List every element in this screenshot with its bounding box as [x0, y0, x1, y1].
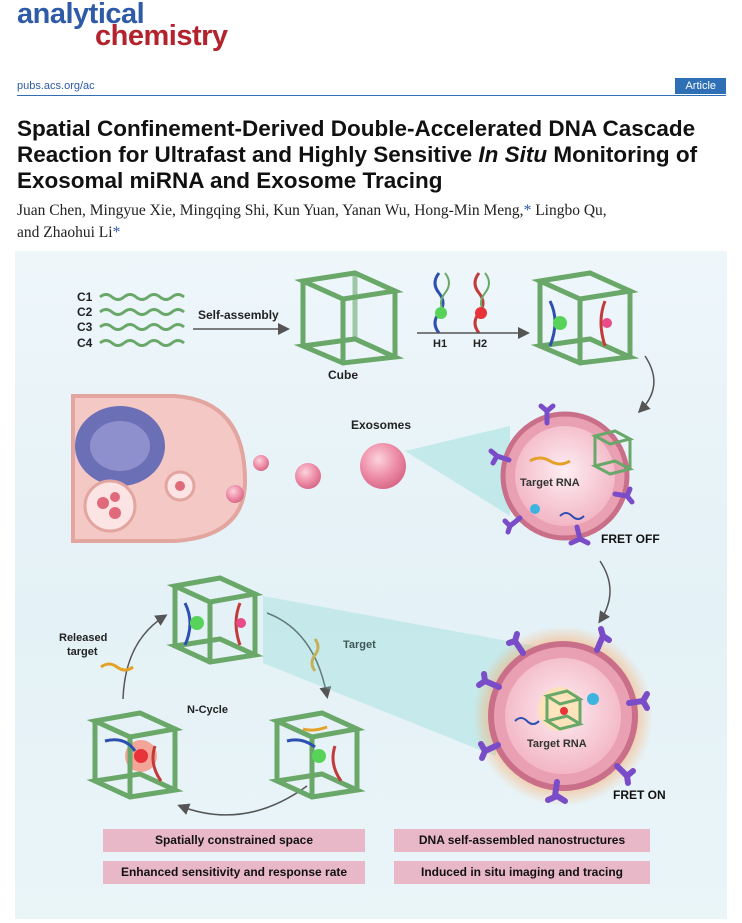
- strand-label-c2: C2: [77, 305, 93, 319]
- target-strand: [310, 638, 320, 672]
- cycle-arrow-bottom: [177, 785, 308, 816]
- corresponding-mark-1[interactable]: *: [523, 202, 532, 219]
- self-assembly-label: Self-assembly: [198, 308, 279, 322]
- feature-box-3: Enhanced sensitivity and response rate: [103, 861, 365, 884]
- corresponding-mark-2[interactable]: *: [112, 224, 121, 241]
- strand-c3: [99, 323, 185, 331]
- cycle-arrow-left: [122, 614, 168, 700]
- cycle-arrow-right: [266, 612, 332, 699]
- curve-arrow-1: [637, 355, 655, 414]
- exosome-fret-off: [488, 403, 635, 546]
- strand-c2: [99, 308, 185, 316]
- ncycle-top-cube: [166, 575, 264, 665]
- hairpin-h1-label: H1: [433, 338, 447, 350]
- fret-on-label: FRET ON: [613, 788, 666, 802]
- released-target-label-1: Released: [59, 632, 107, 644]
- cell-illustration: [71, 394, 248, 543]
- title-italic: In Situ: [478, 142, 548, 167]
- exosome-fret-on: [473, 626, 653, 806]
- authors-line2: and Zhaohui Li: [17, 224, 113, 241]
- target-label: Target: [343, 639, 376, 651]
- strand-label-c1: C1: [77, 290, 93, 304]
- authors-line1: Juan Chen, Mingyue Xie, Mingqing Shi, Ku…: [17, 202, 524, 219]
- curve-arrow-2: [598, 560, 611, 624]
- exosome-small-2: [253, 455, 269, 471]
- fret-off-label: FRET OFF: [601, 532, 660, 546]
- released-target-strand: [100, 662, 134, 672]
- title-part2: Monitoring of Exosomal miRNA and Exosome…: [17, 142, 698, 193]
- target-rna-top-label: Target RNA: [520, 477, 580, 489]
- target-rna-bottom-label: Target RNA: [527, 738, 587, 750]
- header-rule: [17, 95, 726, 96]
- strand-label-c3: C3: [77, 320, 93, 334]
- hairpin-h2: [473, 272, 490, 334]
- paper-title: Spatial Confinement-Derived Double-Accel…: [17, 116, 727, 194]
- journal-name-line2: chemistry: [95, 20, 228, 52]
- ncycle-right-cube: [268, 710, 366, 800]
- ncycle-left-cube: [86, 710, 184, 800]
- toc-illustration: C1 C2 C3 C4 Self-assembly Cube: [59, 270, 666, 816]
- hairpin-h1: [433, 272, 450, 334]
- journal-url[interactable]: pubs.acs.org/ac: [17, 80, 95, 92]
- dna-cube: [293, 270, 405, 366]
- exosome-small-3: [295, 463, 321, 489]
- strand-label-c4: C4: [77, 336, 93, 350]
- authors-after-star1: Lingbo Qu,: [531, 202, 607, 219]
- loaded-cube: [530, 270, 640, 366]
- author-list: Juan Chen, Mingyue Xie, Mingqing Shi, Ku…: [17, 200, 717, 244]
- title-part1: Spatial Confinement-Derived Double-Accel…: [17, 116, 696, 167]
- article-type-badge: Article: [675, 78, 726, 94]
- toc-graphic: C1 C2 C3 C4 Self-assembly Cube: [15, 251, 727, 919]
- zoom-cone-bottom: [263, 596, 535, 756]
- exosome-small-1: [226, 485, 244, 503]
- strand-c1: [99, 293, 185, 301]
- exosomes-label: Exosomes: [351, 418, 411, 432]
- dna-strands: C1 C2 C3 C4: [77, 290, 185, 350]
- journal-name-line1: analytical: [17, 0, 145, 30]
- journal-logo: analytical chemistry: [17, 0, 228, 51]
- exosome-large: [360, 443, 406, 489]
- zoom-cone-top: [405, 426, 510, 516]
- feature-box-2: DNA self-assembled nanostructures: [394, 829, 650, 852]
- strand-c4: [99, 339, 185, 347]
- hairpin-h2-label: H2: [473, 338, 487, 350]
- cube-label: Cube: [328, 368, 358, 382]
- ncycle-label: N-Cycle: [187, 704, 228, 716]
- feature-box-4: Induced in situ imaging and tracing: [394, 861, 650, 884]
- feature-box-1: Spatially constrained space: [103, 829, 365, 852]
- released-target-label-2: target: [67, 646, 98, 658]
